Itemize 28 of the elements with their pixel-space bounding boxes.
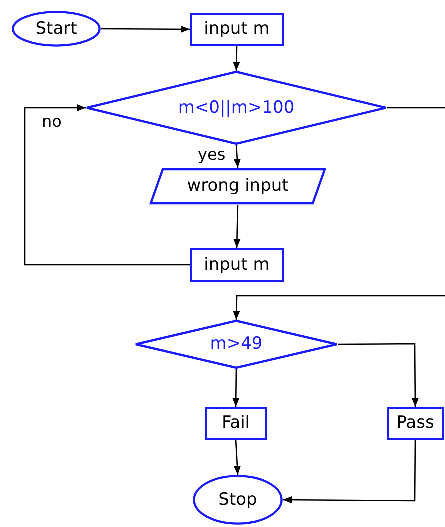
stop-terminal <box>193 475 283 525</box>
arrow <box>24 104 190 266</box>
process-box <box>190 248 284 282</box>
arrow <box>232 369 240 407</box>
arrow <box>234 204 241 248</box>
start-terminal <box>12 11 101 47</box>
arrow <box>283 440 416 504</box>
arrow <box>233 46 240 72</box>
node-label: Start <box>36 20 78 38</box>
arrow <box>338 343 420 407</box>
node-label: input m <box>204 20 270 39</box>
node-label: Fail <box>222 414 250 433</box>
condition-text: m>49 <box>210 335 263 354</box>
node-label: Pass <box>396 414 434 433</box>
node-label: Stop <box>218 490 258 510</box>
node-label: wrong input <box>187 177 289 196</box>
arrow <box>234 440 242 476</box>
condition-text: m<0||m>100 <box>178 98 295 118</box>
arrow <box>234 144 241 168</box>
process-box <box>205 407 267 440</box>
decision-diamond <box>135 320 338 369</box>
input-output-parallelogram <box>150 168 326 205</box>
process-box <box>190 13 284 46</box>
arrow <box>233 107 445 320</box>
process-box <box>387 407 444 440</box>
arrow <box>101 26 190 34</box>
decision-diamond <box>86 71 387 145</box>
node-label: input m <box>204 256 270 274</box>
